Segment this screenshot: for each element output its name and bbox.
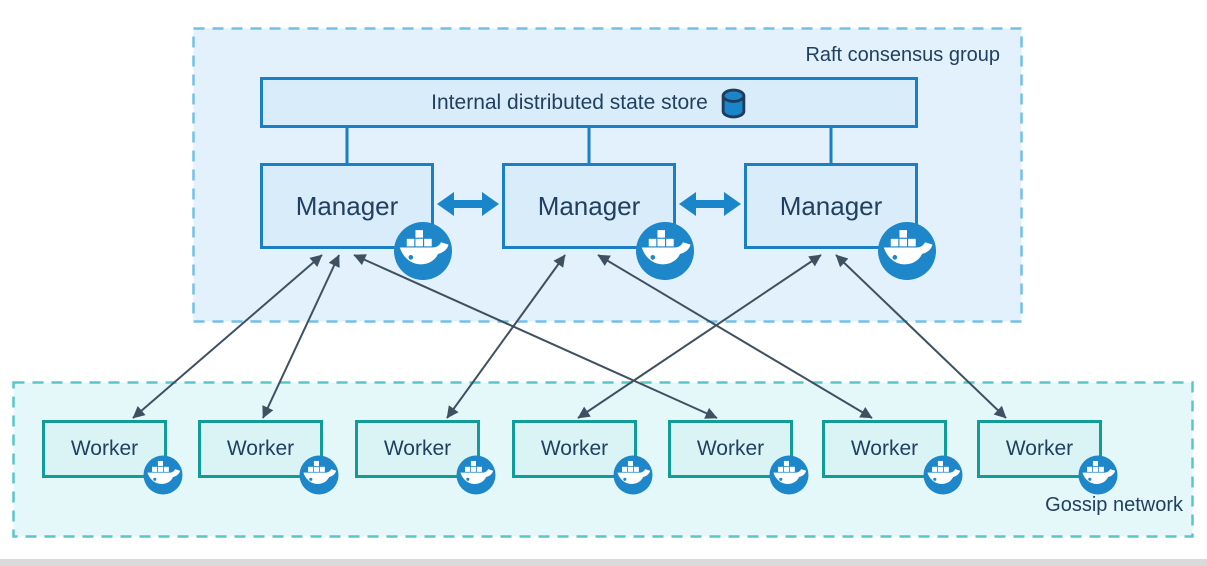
manager-3-label: Manager [779, 190, 883, 221]
peer-arrow-manager-1-manager-2 [437, 192, 499, 216]
state-store-box: Internal distributed state store [260, 77, 918, 128]
manager-1-box: Manager [260, 163, 434, 249]
link-manager-1-worker-2 [262, 254, 340, 419]
worker-6-box: Worker [822, 420, 947, 478]
worker-7-label: Worker [1005, 437, 1074, 460]
state-store-label: Internal distributed state store [431, 90, 708, 114]
worker-1-label: Worker [70, 437, 139, 460]
link-manager-3-worker-4 [577, 254, 822, 419]
gossip-network-label: Gossip network [1045, 494, 1183, 516]
worker-7-box: Worker [977, 420, 1102, 478]
worker-3-label: Worker [383, 437, 452, 460]
worker-4-label: Worker [540, 437, 609, 460]
link-manager-3-worker-7 [835, 254, 1007, 419]
database-icon [721, 88, 746, 118]
worker-5-label: Worker [696, 437, 765, 460]
link-manager-2-worker-3 [446, 254, 566, 419]
worker-1-box: Worker [42, 420, 167, 478]
manager-2-label: Manager [537, 190, 641, 221]
manager-1-label: Manager [295, 190, 399, 221]
worker-3-box: Worker [355, 420, 480, 478]
manager-2-box: Manager [502, 163, 676, 249]
page-bottom-edge [0, 559, 1207, 566]
worker-2-box: Worker [198, 420, 323, 478]
manager-3-box: Manager [744, 163, 918, 249]
raft-group-label: Raft consensus group [805, 44, 1000, 66]
worker-5-box: Worker [668, 420, 793, 478]
peer-arrow-manager-2-manager-3 [679, 192, 741, 216]
worker-2-label: Worker [226, 437, 295, 460]
worker-6-label: Worker [850, 437, 919, 460]
worker-4-box: Worker [512, 420, 637, 478]
